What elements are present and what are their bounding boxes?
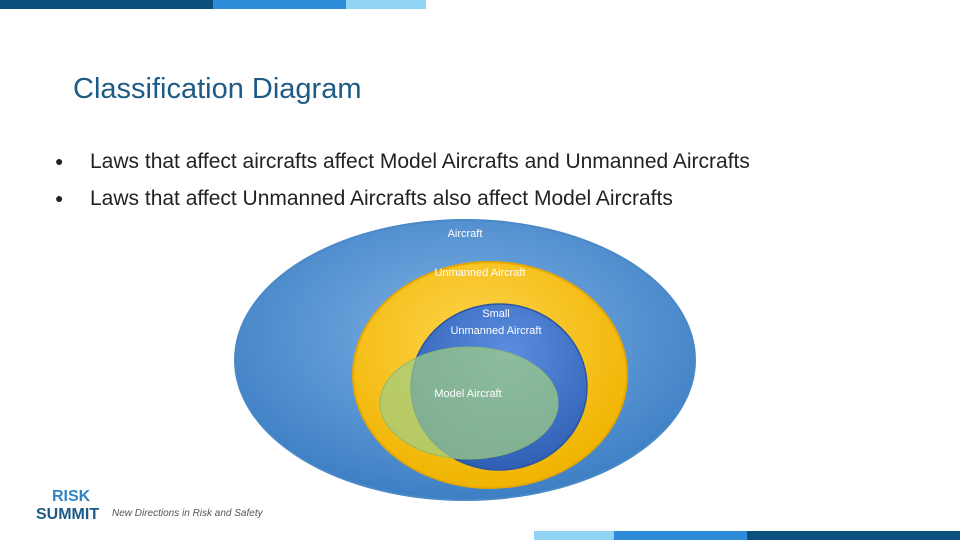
classification-venn-diagram: Aircraft Unmanned Aircraft Small Unmanne…	[234, 219, 696, 501]
small-unmanned-label-line2: Unmanned Aircraft	[450, 325, 541, 337]
top-accent-bar-mid	[213, 0, 346, 9]
logo-line-risk: RISK	[52, 488, 91, 505]
bullet-text: Laws that affect Unmanned Aircrafts also…	[90, 187, 673, 210]
top-accent-bar-light	[346, 0, 426, 9]
bottom-accent-bar-light	[534, 531, 614, 540]
bullet-dot-icon: ●	[55, 153, 64, 169]
logo-line-summit: SUMMIT	[36, 506, 100, 523]
bullet-text: Laws that affect aircrafts affect Model …	[90, 150, 750, 173]
aircraft-label: Aircraft	[448, 228, 483, 240]
top-accent-bar-dark	[0, 0, 213, 9]
model-aircraft-ellipse	[379, 346, 559, 460]
bullet-item: ● Laws that affect aircrafts affect Mode…	[55, 143, 750, 180]
risk-summit-logo: RISK SUMMIT	[36, 488, 99, 524]
footer-tagline: New Directions in Risk and Safety	[112, 508, 263, 519]
model-aircraft-label: Model Aircraft	[434, 388, 501, 400]
small-unmanned-label-line1: Small	[482, 308, 510, 320]
bottom-accent-bar-mid	[614, 531, 747, 540]
unmanned-aircraft-label: Unmanned Aircraft	[434, 267, 525, 279]
bullet-list: ● Laws that affect aircrafts affect Mode…	[55, 143, 750, 217]
bottom-accent-bar-dark	[747, 531, 960, 540]
bullet-dot-icon: ●	[55, 190, 64, 206]
bullet-item: ● Laws that affect Unmanned Aircrafts al…	[55, 180, 750, 217]
slide-title: Classification Diagram	[73, 73, 362, 105]
